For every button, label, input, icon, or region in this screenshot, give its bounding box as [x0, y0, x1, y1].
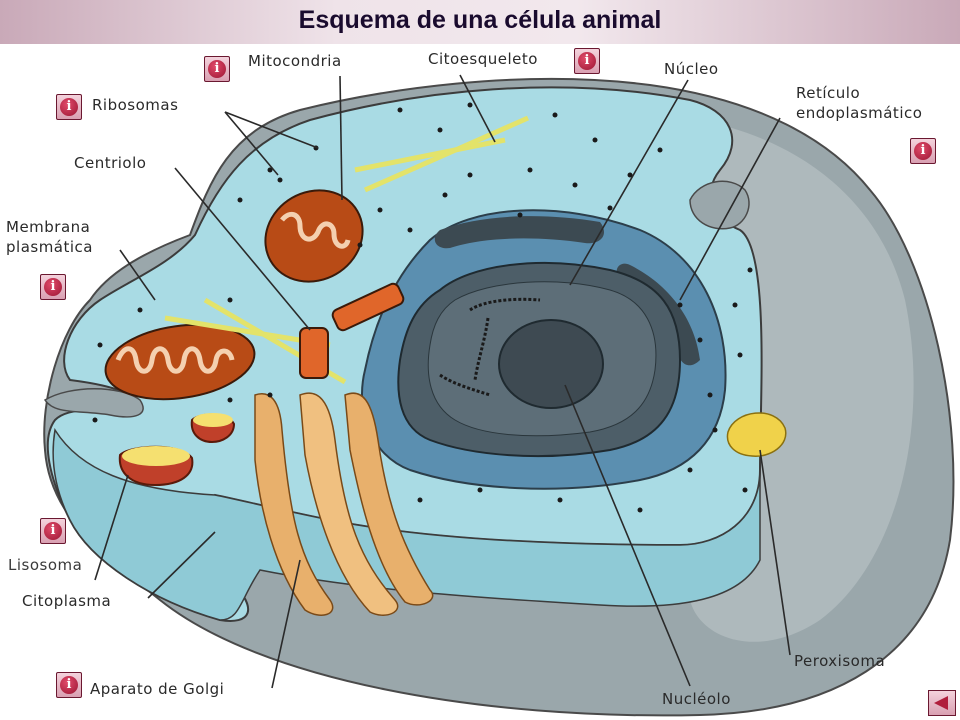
label-nucleo: Núcleo	[664, 60, 719, 78]
info-icon: i	[44, 522, 62, 540]
ribosomes	[92, 102, 753, 513]
centriole-2	[299, 327, 329, 379]
chromatin-1	[469, 297, 541, 312]
label-peroxisoma: Peroxisoma	[794, 652, 886, 670]
info-icon: i	[60, 98, 78, 116]
membrane-notch	[43, 388, 144, 418]
cytoskeleton-fiber-2	[363, 115, 530, 193]
label-membrana-1: Membrana	[6, 218, 91, 236]
back-button[interactable]	[928, 690, 956, 716]
info-button-ribosomas[interactable]: i	[56, 94, 82, 120]
lysosome-1-content	[122, 446, 190, 466]
cytoskeleton-fiber-1	[354, 137, 506, 173]
peroxisome	[726, 412, 787, 457]
golgi-stack	[254, 393, 334, 616]
cell-diagram	[43, 74, 955, 717]
label-centriolo: Centriolo	[74, 154, 147, 172]
mitochondrion-top-cristae	[280, 211, 351, 249]
membrane-notch-right	[689, 180, 750, 230]
info-button-aparato-golgi[interactable]: i	[56, 672, 82, 698]
label-reticulo-2: endoplasmático	[796, 104, 923, 122]
label-aparato-golgi: Aparato de Golgi	[90, 680, 225, 698]
info-button-membrana[interactable]: i	[40, 274, 66, 300]
info-button-citoesqueleto[interactable]: i	[574, 48, 600, 74]
info-button-reticulo[interactable]: i	[910, 138, 936, 164]
label-lisosoma: Lisosoma	[8, 556, 83, 574]
lysosome-2-content	[193, 413, 233, 427]
info-button-mitocondria[interactable]: i	[204, 56, 230, 82]
label-nucleolo: Nucléolo	[662, 690, 731, 708]
label-mitocondria: Mitocondria	[248, 52, 342, 70]
page-title: Esquema de una célula animal	[298, 6, 662, 34]
centriole-1	[331, 282, 405, 332]
back-triangle-icon	[934, 696, 948, 710]
label-citoesqueleto: Citoesqueleto	[428, 50, 538, 68]
title-bar: Esquema de una célula animal	[0, 0, 960, 44]
info-icon: i	[60, 676, 78, 694]
nucleolus	[498, 319, 604, 409]
info-icon: i	[914, 142, 932, 160]
info-icon: i	[578, 52, 596, 70]
mitochondrion-left-cristae	[115, 346, 235, 374]
label-ribosomas: Ribosomas	[92, 96, 179, 114]
chromatin-3	[439, 373, 491, 397]
info-button-citoplasma[interactable]: i	[40, 518, 66, 544]
label-citoplasma: Citoplasma	[22, 592, 112, 610]
golgi-stack-2	[299, 392, 399, 616]
golgi-stack-3	[344, 392, 434, 606]
info-icon: i	[208, 60, 226, 78]
chromatin-2	[473, 317, 490, 381]
label-membrana-2: plasmática	[6, 238, 93, 256]
label-reticulo-1: Retículo	[796, 84, 861, 102]
er-cisterna-1	[434, 216, 605, 249]
info-icon: i	[44, 278, 62, 296]
mitochondrion-left	[104, 323, 256, 401]
leader-lines	[94, 74, 791, 689]
